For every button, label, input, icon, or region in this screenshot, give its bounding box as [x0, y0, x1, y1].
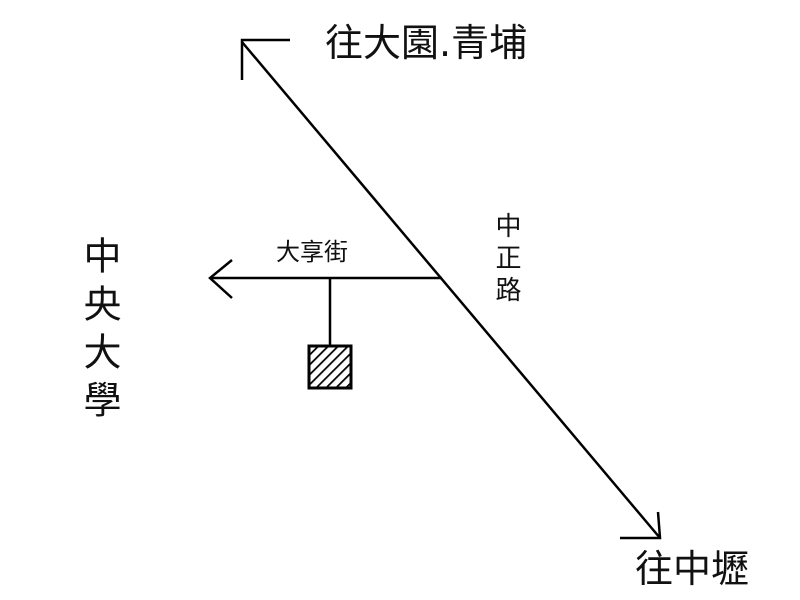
south-direction-label: 往中壢	[635, 547, 750, 591]
west-arrow-icon	[208, 259, 233, 299]
main-road-line	[241, 41, 661, 539]
south-arrow-icon	[620, 511, 662, 540]
north-arrow-icon	[240, 38, 290, 80]
campus-label: 中央大學	[77, 236, 121, 428]
road-label: 中正路	[491, 212, 521, 308]
destination-marker-icon	[307, 344, 353, 390]
north-direction-label: 往大園.青埔	[325, 21, 528, 65]
street-label: 大享街	[276, 238, 348, 266]
